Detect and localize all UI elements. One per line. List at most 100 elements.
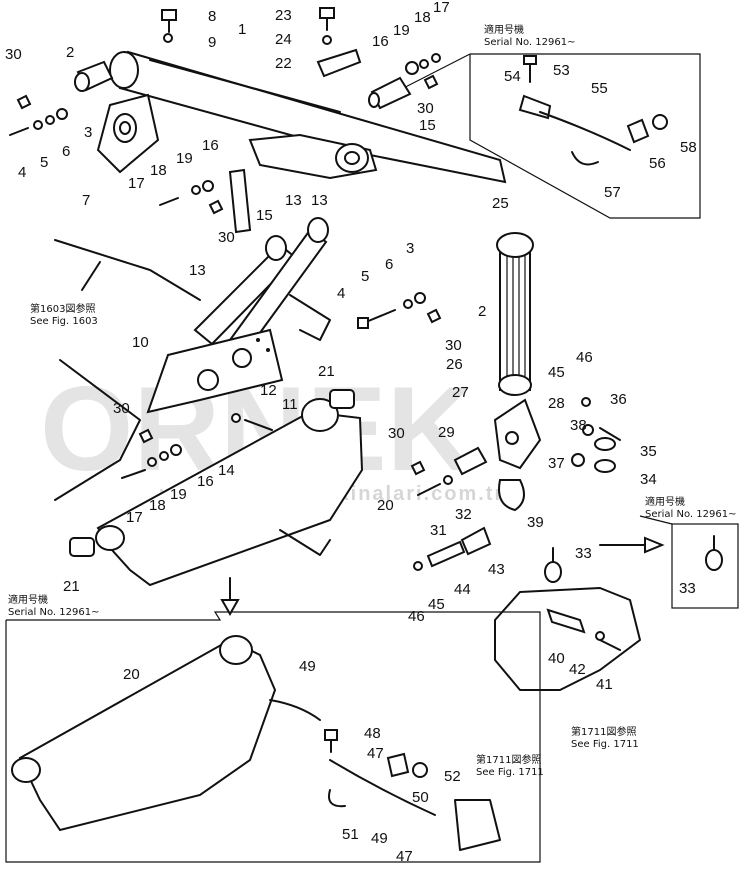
grease-fittings xyxy=(16,74,442,476)
pin-upper xyxy=(74,60,114,92)
spring-pack xyxy=(496,232,534,396)
part-label-36: 36 xyxy=(610,391,627,408)
pin-43 xyxy=(460,526,492,556)
bushing-left xyxy=(69,537,95,557)
part-label-23: 23 xyxy=(275,7,292,24)
part-label-10: 10 xyxy=(132,334,149,351)
part-label-30d: 30 xyxy=(445,337,462,354)
part-label-16c: 16 xyxy=(197,473,214,490)
part-label-30c: 30 xyxy=(218,229,235,246)
part-label-47b: 47 xyxy=(396,848,413,865)
part-label-12: 12 xyxy=(260,382,277,399)
hook xyxy=(498,479,525,512)
part-label-40: 40 xyxy=(548,650,565,667)
part-label-19b: 19 xyxy=(176,150,193,167)
part-label-45b: 45 xyxy=(428,596,445,613)
part-label-15a: 15 xyxy=(419,117,436,134)
part-label-44: 44 xyxy=(454,581,471,598)
part-label-45a: 45 xyxy=(548,364,565,381)
part-label-51: 51 xyxy=(342,826,359,843)
part-label-22: 22 xyxy=(275,55,292,72)
part-label-57: 57 xyxy=(604,184,621,201)
part-label-49a: 49 xyxy=(299,658,316,675)
note-fig1711a-jp: 第1711図参照 xyxy=(571,725,636,738)
part-label-30f: 30 xyxy=(388,425,405,442)
bracket xyxy=(96,93,160,174)
part-label-6b: 6 xyxy=(385,256,393,273)
pin-29 xyxy=(453,446,488,476)
part-label-31: 31 xyxy=(430,522,447,539)
part-label-58: 58 xyxy=(680,139,697,156)
part-label-29: 29 xyxy=(438,424,455,441)
part-label-30a: 30 xyxy=(417,100,434,117)
part-label-50: 50 xyxy=(412,789,429,806)
frame-bracket xyxy=(146,328,284,414)
note-fig1711a-en: See Fig. 1711 xyxy=(571,739,639,750)
lift-arm xyxy=(109,50,507,184)
part-label-18b: 18 xyxy=(150,162,167,179)
part-label-17c: 17 xyxy=(126,509,143,526)
part-label-11: 11 xyxy=(282,396,298,413)
inset-right-parts xyxy=(705,535,723,571)
part-label-3b: 3 xyxy=(406,240,414,257)
part-label-55: 55 xyxy=(591,80,608,97)
note-serial-top-jp: 適用号機 xyxy=(484,23,524,36)
pin-15-top xyxy=(368,76,412,110)
note-serial-left-en: Serial No. 12961~ xyxy=(8,607,99,618)
frame-outline xyxy=(54,239,331,501)
part-label-32: 32 xyxy=(455,506,472,523)
cover-plate xyxy=(316,48,362,78)
part-label-54: 54 xyxy=(504,68,521,85)
drawbar xyxy=(95,398,364,587)
part-label-16b: 16 xyxy=(202,137,219,154)
part-label-2b: 2 xyxy=(478,303,486,320)
pin-15-mid xyxy=(228,168,252,234)
arrows xyxy=(81,261,665,617)
part-label-35: 35 xyxy=(640,443,657,460)
part-label-8: 8 xyxy=(208,8,216,25)
clevis xyxy=(493,398,542,470)
part-label-49b: 49 xyxy=(371,830,388,847)
part-label-42: 42 xyxy=(569,661,586,678)
part-label-13c: 13 xyxy=(189,262,206,279)
note-fig1603-en: See Fig. 1603 xyxy=(30,316,98,327)
part-label-13b: 13 xyxy=(311,192,328,209)
part-label-3a: 3 xyxy=(84,124,92,141)
part-label-18a: 18 xyxy=(414,9,431,26)
bolts xyxy=(9,7,621,651)
part-label-46a: 46 xyxy=(576,349,593,366)
note-serial-left-jp: 適用号機 xyxy=(8,593,48,606)
part-label-19c: 19 xyxy=(170,486,187,503)
note-serial-right-en: Serial No. 12961~ xyxy=(645,509,736,520)
part-label-6a: 6 xyxy=(62,143,70,160)
part-label-25: 25 xyxy=(492,195,509,212)
note-fig1711b-jp: 第1711図参照 xyxy=(476,753,541,766)
part-label-38: 38 xyxy=(570,417,587,434)
part-label-24: 24 xyxy=(275,31,292,48)
part-label-20b: 20 xyxy=(123,666,140,683)
part-label-53: 53 xyxy=(553,62,570,79)
pin-40 xyxy=(546,608,586,634)
part-label-20a: 20 xyxy=(377,497,394,514)
part-labels: 8 9 1 23 24 22 17 18 19 16 30 15 30 2 3 … xyxy=(5,0,697,865)
notes: 適用号機 Serial No. 12961~ 第1603図参照 See Fig.… xyxy=(8,23,736,778)
inset-top-parts xyxy=(518,55,668,166)
inset-serial-bottom xyxy=(5,611,541,863)
part-label-48: 48 xyxy=(364,725,381,742)
bushing-right xyxy=(329,389,355,409)
link-plate xyxy=(248,133,378,180)
part-label-52: 52 xyxy=(444,768,461,785)
part-label-7: 7 xyxy=(82,192,90,209)
part-label-16a: 16 xyxy=(372,33,389,50)
note-serial-top-en: Serial No. 12961~ xyxy=(484,37,575,48)
part-label-21b: 21 xyxy=(63,578,80,595)
part-label-5b: 5 xyxy=(361,268,369,285)
part-label-43: 43 xyxy=(488,561,505,578)
part-label-34: 34 xyxy=(640,471,657,488)
part-label-41: 41 xyxy=(596,676,613,693)
part-label-13a: 13 xyxy=(285,192,302,209)
inset-serial-right xyxy=(639,515,739,609)
part-label-33b: 33 xyxy=(679,580,696,597)
note-serial-right-jp: 適用号機 xyxy=(645,495,685,508)
